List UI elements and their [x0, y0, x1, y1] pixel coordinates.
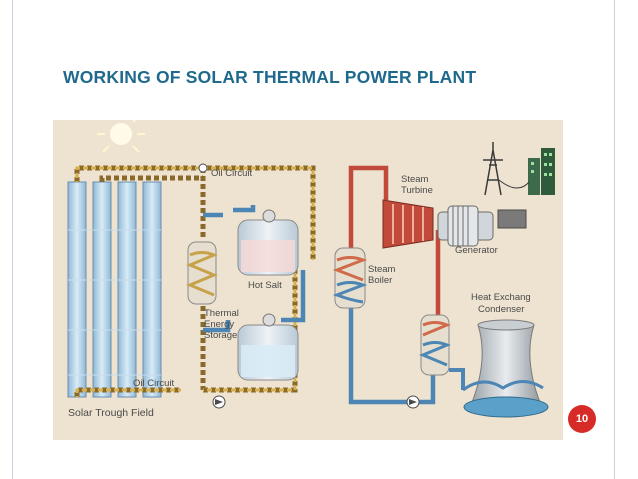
label-oil-circuit-bottom: Oil Circuit [133, 378, 175, 389]
sun-icon [97, 120, 145, 153]
label-steam-turbine-2: Turbine [401, 185, 433, 196]
hot-salt-tank [237, 209, 299, 276]
label-generator: Generator [455, 245, 498, 256]
solar-thermal-plant-diagram: Oil Circuit Hot Salt Thermal Energy Stor… [53, 120, 563, 440]
label-oil-circuit-top: Oil Circuit [211, 168, 253, 179]
valve-icon [198, 163, 420, 409]
city-icon [498, 148, 555, 195]
label-steam-boiler-1: Steam [368, 264, 396, 275]
label-steam-boiler-2: Boiler [368, 275, 392, 286]
thermal-exchanger [186, 241, 218, 305]
steam-boiler [332, 247, 368, 309]
label-heat-exchange-2: Condenser [478, 304, 524, 315]
steam-turbine [382, 199, 434, 249]
label-heat-exchange-1: Heat Exchang [471, 292, 531, 303]
page-number-badge: 10 [568, 405, 596, 433]
cooling-tower [462, 319, 549, 418]
label-thermal-1: Thermal [204, 308, 239, 319]
heat-exchanger [419, 314, 451, 376]
frame-line-right [614, 0, 615, 479]
slide-title: WORKING OF SOLAR THERMAL POWER PLANT [63, 67, 477, 87]
cold-salt-tank [237, 313, 299, 381]
label-solar-field: Solar Trough Field [68, 407, 154, 419]
label-steam-turbine-1: Steam [401, 174, 429, 185]
generator [437, 205, 527, 247]
steam-pipes [348, 165, 441, 315]
label-hot-salt: Hot Salt [248, 280, 282, 291]
label-thermal-2: Energy [204, 319, 234, 330]
label-thermal-3: Storage [204, 330, 237, 341]
solar-trough-field [67, 181, 162, 398]
frame-line-left [12, 0, 13, 479]
power-tower-icon [483, 142, 503, 196]
